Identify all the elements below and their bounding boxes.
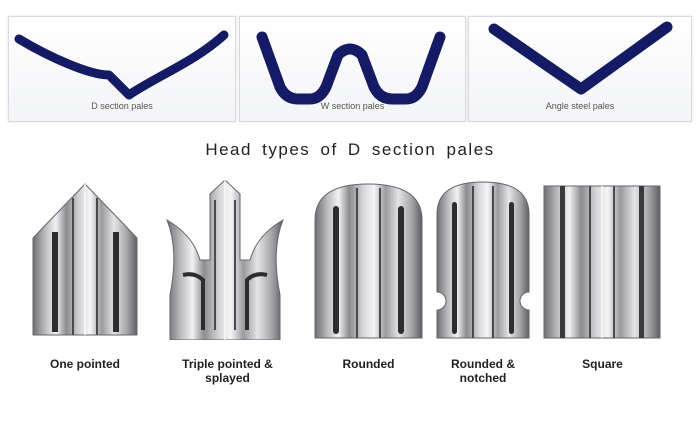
rounded-pale: [314, 183, 423, 339]
rounded-label: Rounded: [342, 357, 395, 371]
panel-angle-steel: Angle steel pales: [468, 16, 692, 122]
square-label: Square: [582, 357, 623, 371]
one-pointed-label: One pointed: [50, 357, 120, 371]
heading: Head types of D section pales: [205, 140, 495, 159]
angle-steel-profile: [488, 21, 673, 95]
w-section-profile: [256, 31, 446, 105]
triple-pointed-label: Triple pointed & splayed: [182, 357, 273, 385]
square-pale: [543, 185, 661, 339]
angle-steel-label: Angle steel pales: [545, 101, 615, 111]
w-section-label: W section pales: [320, 101, 385, 111]
panel-d-section: D section pales: [8, 16, 236, 122]
panel-w-section: W section pales: [239, 16, 466, 122]
rounded-notched-label: Rounded & notched: [451, 357, 515, 385]
one-pointed-pale: [32, 183, 138, 336]
d-section-label: D section pales: [91, 101, 153, 111]
triple-pointed-pale: [166, 180, 284, 340]
rounded-notched-pale: [436, 181, 530, 339]
d-section-profile: [14, 30, 229, 100]
